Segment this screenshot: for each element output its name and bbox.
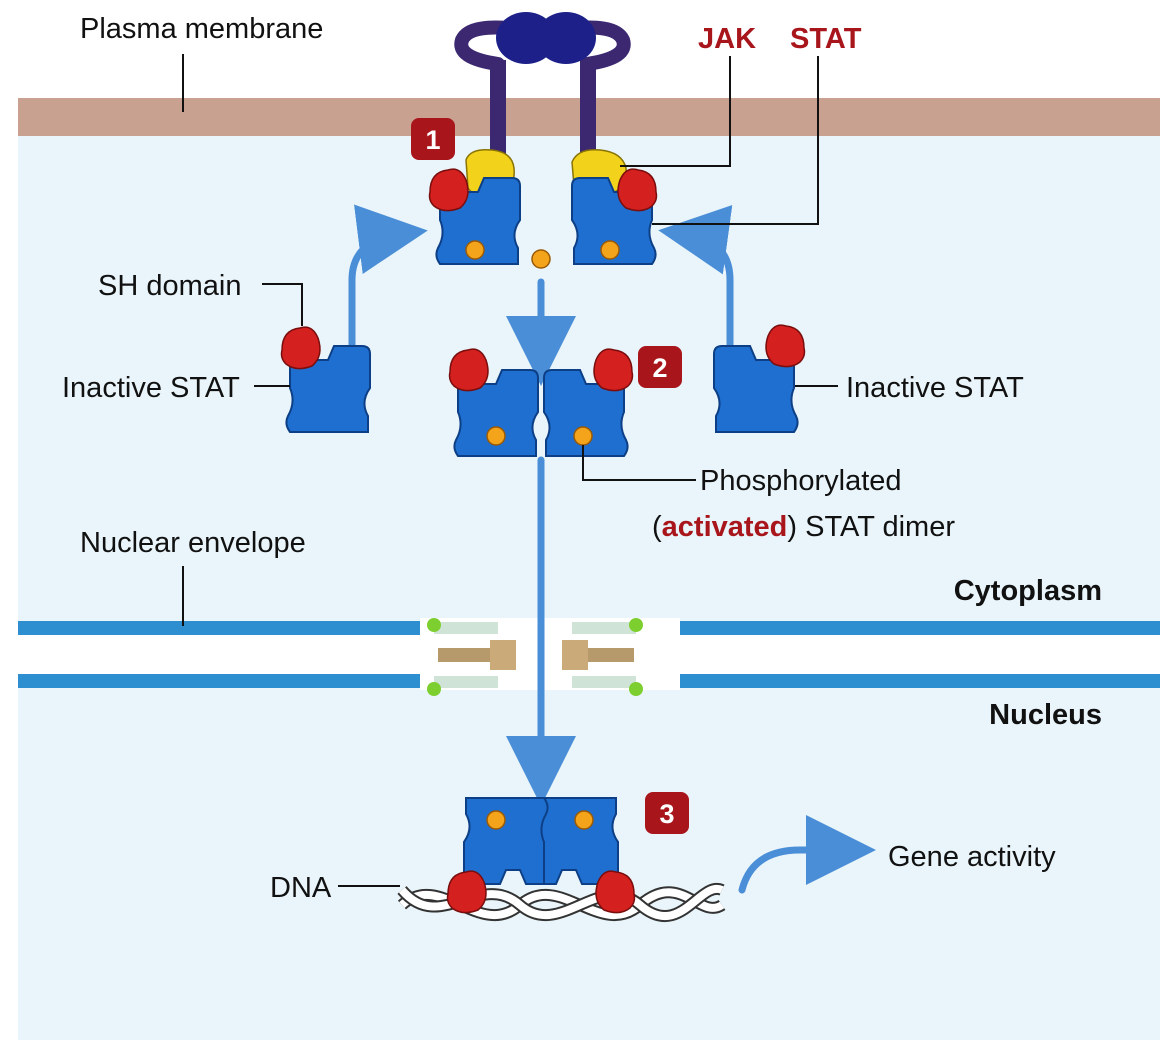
sh-domain-right [765, 324, 806, 368]
sh-domain-bound-right [617, 168, 658, 212]
label-jak: JAK [698, 23, 756, 55]
svg-text:1: 1 [425, 125, 440, 155]
sh-domain-left [280, 326, 321, 370]
leader-lines [182, 54, 838, 887]
step-badge-2: 2 [638, 346, 682, 388]
svg-text:2: 2 [652, 353, 667, 383]
nuclear-pore [420, 618, 680, 696]
sh-domain-bound-left [428, 168, 469, 212]
ligand [496, 12, 596, 64]
label-stat: STAT [790, 23, 862, 55]
cytoplasm-region [18, 136, 1160, 1040]
label-gene-activity: Gene activity [888, 841, 1056, 873]
label-inactive-stat-left: Inactive STAT [62, 372, 240, 404]
label-dna: DNA [270, 872, 332, 904]
step-badge-3: 3 [645, 792, 689, 834]
label-nucleus: Nucleus [989, 699, 1102, 731]
label-nuclear-envelope: Nuclear envelope [80, 527, 306, 559]
label-activated-stat-dimer: (activated) STAT dimer [652, 511, 955, 543]
step-badge-1: 1 [411, 118, 455, 160]
svg-text:3: 3 [659, 799, 674, 829]
pathway-arrows [348, 204, 876, 894]
label-sh-domain: SH domain [98, 270, 241, 302]
label-plasma-membrane: Plasma membrane [80, 13, 323, 45]
label-inactive-stat-right: Inactive STAT [846, 372, 1024, 404]
label-phosphorylated: Phosphorylated [700, 465, 902, 497]
label-cytoplasm: Cytoplasm [954, 575, 1102, 607]
nuclear-envelope [18, 621, 1160, 688]
